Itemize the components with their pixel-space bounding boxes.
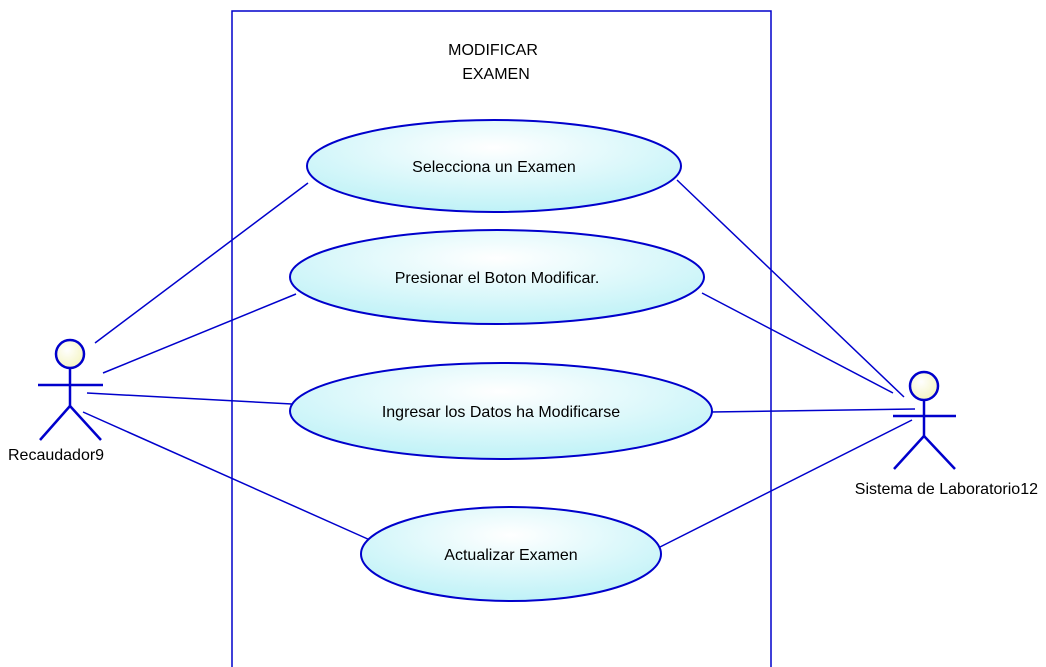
- actor-head: [54, 338, 86, 370]
- association-sistema-presionar[interactable]: [701, 292, 894, 394]
- actor-left-leg: [893, 435, 925, 470]
- use-case-ellipse[interactable]: [289, 362, 713, 460]
- system-boundary-border: [231, 10, 772, 667]
- system-boundary-title-line1: MODIFICAR: [448, 42, 538, 59]
- use-case-presionar-boton-modificar[interactable]: Presionar el Boton Modificar.: [289, 229, 705, 325]
- association-sistema-actualizar[interactable]: [659, 419, 913, 548]
- use-case-label: Selecciona un Examen: [412, 159, 576, 176]
- association-recaudador-selecciona[interactable]: [94, 182, 309, 344]
- use-case-ellipse[interactable]: [306, 119, 682, 213]
- association-recaudador-ingresar[interactable]: [86, 392, 293, 405]
- association-sistema-selecciona[interactable]: [676, 179, 905, 398]
- actor-right-leg: [923, 435, 956, 470]
- association-recaudador-presionar[interactable]: [102, 293, 297, 374]
- use-case-ingresar-datos[interactable]: Ingresar los Datos ha Modificarse: [289, 362, 713, 460]
- association-sistema-ingresar[interactable]: [710, 408, 916, 413]
- use-case-label: Actualizar Examen: [444, 547, 577, 564]
- actor-left-leg: [39, 405, 71, 441]
- associations: [82, 179, 916, 548]
- use-case-ellipse[interactable]: [289, 229, 705, 325]
- actor-sistema-laboratorio-name: Sistema de Laboratorio12: [855, 481, 1038, 498]
- use-case-label: Ingresar los Datos ha Modificarse: [382, 404, 620, 421]
- use-case-ellipse[interactable]: [360, 506, 662, 602]
- actor-recaudador[interactable]: [38, 338, 103, 441]
- actor-recaudador-name: Recaudador9: [8, 447, 104, 464]
- actor-sistema-laboratorio[interactable]: [893, 370, 956, 470]
- system-boundary: MODIFICAR EXAMEN: [231, 10, 772, 667]
- use-case-label: Presionar el Boton Modificar.: [395, 270, 600, 287]
- actor-right-leg: [69, 405, 102, 441]
- association-recaudador-actualizar[interactable]: [82, 411, 371, 541]
- system-boundary-title-line2: EXAMEN: [462, 66, 530, 83]
- use-case-selecciona-examen[interactable]: Selecciona un Examen: [306, 119, 682, 213]
- use-case-actualizar-examen[interactable]: Actualizar Examen: [360, 506, 662, 602]
- actor-head: [908, 370, 940, 402]
